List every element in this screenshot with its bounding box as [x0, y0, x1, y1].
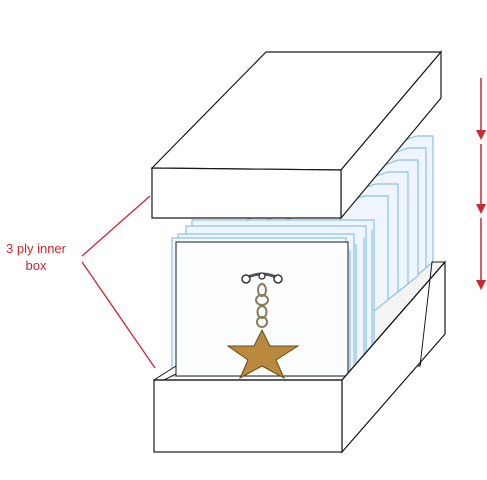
star-pendant-icon	[226, 272, 300, 380]
down-arrow-icon	[476, 218, 486, 290]
inner-box-label-line2: box	[25, 258, 47, 273]
bottom-box	[152, 260, 446, 454]
lid	[150, 50, 443, 220]
callout-leader-lines	[81, 195, 156, 369]
bottom-box-front-wall	[153, 379, 343, 453]
lid-front	[151, 167, 342, 219]
inner-box-label: 3 ply inner box	[0, 240, 72, 274]
down-arrow-icon	[476, 144, 486, 214]
inner-box-sheets	[171, 135, 434, 377]
down-arrow-icon	[476, 78, 486, 140]
inner-box-label-line1: 3 ply inner	[6, 241, 66, 256]
motion-arrows	[476, 78, 486, 290]
